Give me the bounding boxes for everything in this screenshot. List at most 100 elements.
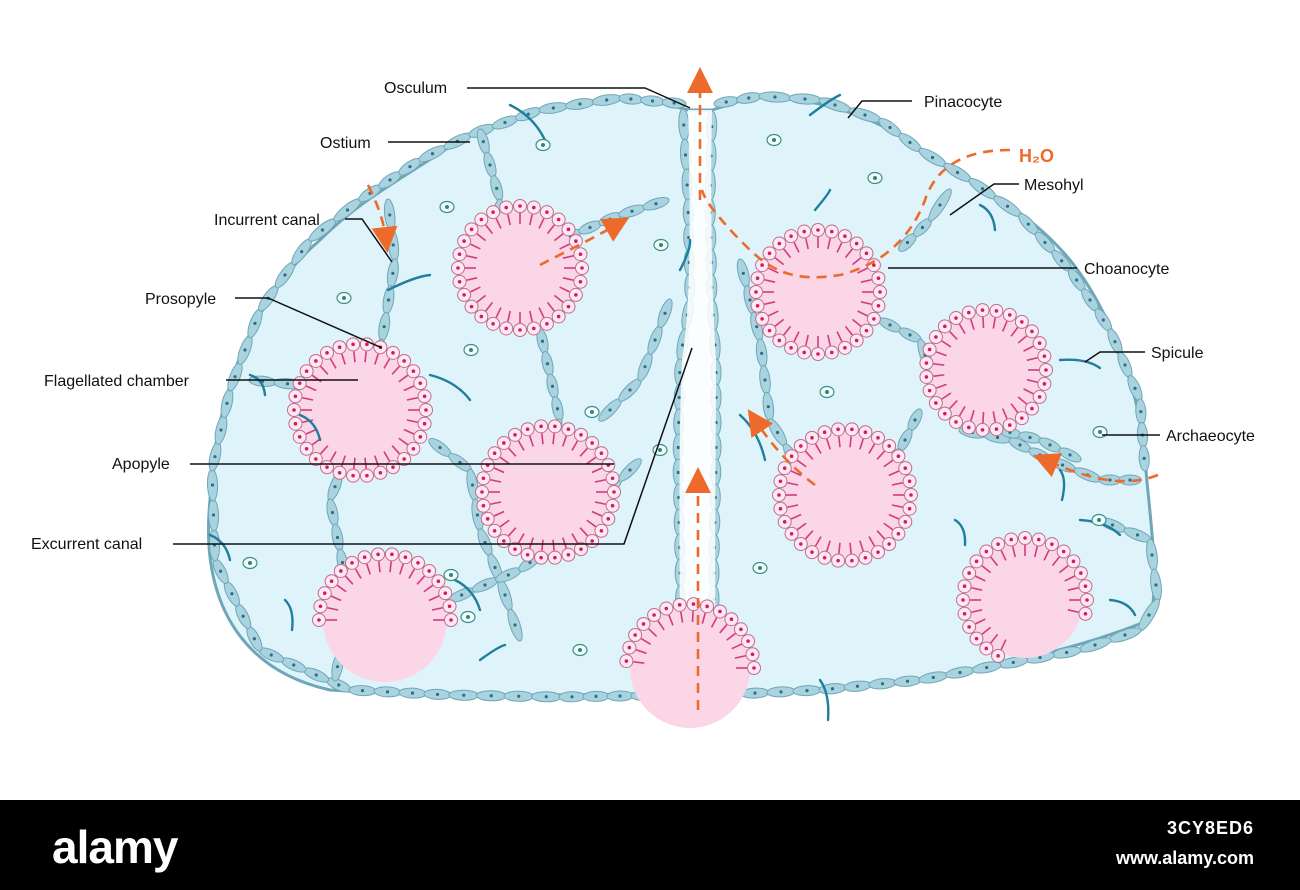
pinacocyte-nucleus (386, 298, 391, 302)
pinacocyte-nucleus (803, 97, 807, 101)
choanocyte-nucleus (1079, 571, 1083, 575)
choanocyte-collar (506, 214, 511, 226)
archaeocyte-nucleus (248, 561, 252, 565)
spicule (953, 518, 967, 547)
choanocyte-nucleus (633, 633, 637, 637)
pinacocyte-nucleus (252, 637, 256, 641)
flagellated-chamber (967, 542, 1083, 658)
choanocyte-nucleus (943, 324, 947, 329)
choanocyte-nucleus (491, 322, 495, 326)
choanocyte-nucleus (469, 304, 474, 309)
choanocyte-nucleus (996, 542, 1000, 546)
image-id: 3CY8ED6 (1166, 818, 1254, 838)
choanocyte-nucleus (422, 421, 427, 426)
choanocyte-collar (719, 624, 728, 634)
choanocyte-collar (383, 358, 391, 369)
choanocyte-nucleus (878, 290, 882, 294)
choanocyte-collar (876, 530, 886, 540)
choanocyte-collar (364, 351, 367, 363)
choanocyte-nucleus (802, 229, 807, 234)
pinacocyte-nucleus (503, 120, 507, 125)
choanocyte-collar (888, 470, 900, 477)
pinacocyte-nucleus (995, 435, 1000, 440)
choanocyte-collar (1017, 396, 1028, 405)
choanocyte-collar (827, 238, 832, 250)
choanocyte-collar (1000, 639, 1007, 650)
choanocyte-nucleus (739, 627, 743, 632)
choanocyte-nucleus (746, 639, 750, 643)
label-mesohyl: Mesohyl (1024, 177, 1084, 194)
choanocyte-nucleus (872, 263, 876, 267)
choanocyte-nucleus (782, 466, 787, 470)
pinacocyte-nucleus (908, 333, 912, 337)
choanocyte-nucleus (1020, 320, 1024, 324)
choanocyte-collar (341, 353, 346, 365)
choanocyte-collar (562, 277, 574, 282)
flagellated-chamber (630, 608, 750, 728)
pinacocyte-nucleus (630, 209, 634, 213)
choanocyte-collar (857, 267, 868, 274)
choanocyte-collar (571, 440, 579, 451)
choanocyte-collar (635, 649, 647, 655)
pinacocyte-nucleus (1123, 633, 1127, 637)
pinacocyte-nucleus (905, 240, 910, 245)
pinacocyte-nucleus (1043, 240, 1047, 245)
pinacocyte-nucleus (1088, 298, 1092, 302)
pinacocyte-nucleus (460, 593, 464, 597)
choanocyte-nucleus (479, 217, 484, 222)
choanocyte-collar (366, 563, 371, 575)
choanocyte-collar (975, 575, 986, 582)
choanocyte-collar (970, 318, 975, 330)
choanocyte-collar (992, 317, 996, 329)
choanocyte-collar (552, 433, 555, 445)
choanocyte-collar (793, 331, 800, 342)
choanocyte-nucleus (469, 227, 474, 232)
choanocyte-collar (734, 654, 746, 659)
archaeocyte-nucleus (578, 648, 582, 652)
choanocyte-nucleus (829, 229, 834, 234)
pinacocyte-nucleus (958, 670, 962, 675)
pinacocyte-nucleus (269, 653, 273, 657)
choanocyte-collar (591, 510, 603, 517)
choanocyte-collar (1001, 408, 1008, 419)
pinacocyte-nucleus (483, 583, 487, 587)
choanocyte-collar (804, 530, 814, 540)
archaeocyte-nucleus (445, 205, 449, 209)
choanocyte-collar (353, 351, 356, 363)
pinacocyte-nucleus (1123, 363, 1127, 367)
choanocyte-collar (559, 243, 570, 250)
choanocyte-collar (423, 584, 434, 593)
choanocyte-collar (836, 331, 843, 342)
pinacocyte-nucleus (682, 123, 686, 127)
choanocyte-nucleus (479, 314, 484, 319)
choanocyte-nucleus (502, 441, 506, 445)
choanocyte-nucleus (1036, 537, 1041, 542)
label-ostium: Ostium (320, 135, 371, 152)
choanocyte-nucleus (778, 479, 783, 484)
pinacocyte-nucleus (495, 186, 499, 190)
choanocyte-collar (305, 385, 317, 392)
choanocyte-nucleus (767, 251, 772, 256)
choanocyte-collar (826, 540, 831, 552)
choanocyte-nucleus (518, 204, 522, 208)
choanocyte-collar (383, 451, 391, 462)
choanocyte-nucleus (909, 493, 913, 497)
choanocyte-nucleus (984, 646, 989, 651)
choanocyte-nucleus (317, 618, 321, 622)
choanocyte-collar (529, 310, 534, 322)
choanocyte-collar (868, 443, 876, 454)
pinacocyte-nucleus (755, 325, 759, 329)
pinacocyte-nucleus (676, 470, 680, 475)
choanocyte-collar (1064, 575, 1075, 582)
pinacocyte-nucleus (888, 323, 892, 327)
choanocyte-nucleus (391, 351, 395, 355)
choanocyte-nucleus (531, 326, 536, 331)
spicule (428, 373, 472, 402)
watermark-footer: alamy 3CY8ED6 www.alamy.com (0, 800, 1300, 890)
label-incurrent-canal: Incurrent canal (214, 212, 320, 229)
pinacocyte-nucleus (741, 271, 745, 275)
choanocyte-collar (891, 504, 903, 509)
choanocyte-nucleus (822, 555, 827, 560)
pinacocyte-nucleus (863, 113, 867, 117)
pinacocyte-nucleus (643, 365, 647, 369)
